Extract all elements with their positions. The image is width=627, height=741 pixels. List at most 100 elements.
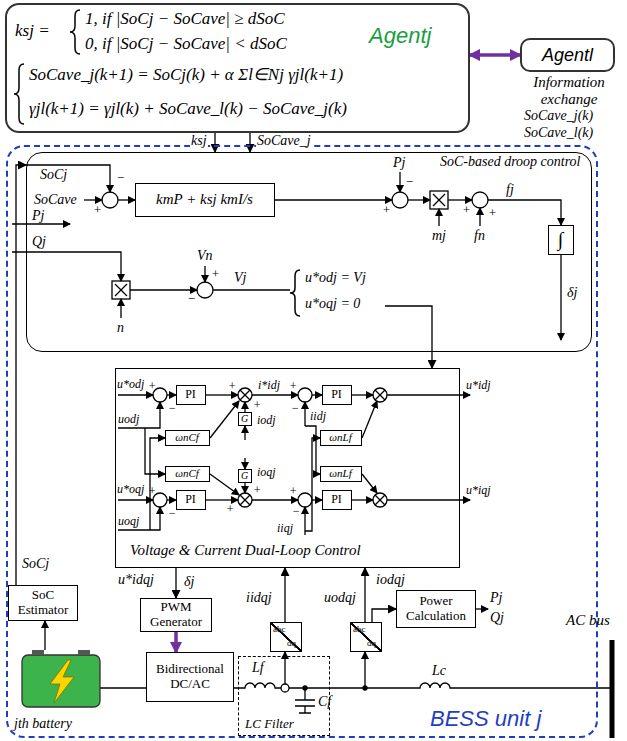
sum-sign: + xyxy=(289,380,297,393)
signal-label: iidqj xyxy=(246,590,272,605)
pi-box: PI xyxy=(322,490,352,510)
signal-label: uodj xyxy=(118,413,139,426)
signal-label: Pj xyxy=(32,208,44,223)
filter-region: LC Filter xyxy=(238,656,330,736)
node-text: Voltage & Current Dual-Loop Control xyxy=(130,542,361,559)
signal-label: u*idqj xyxy=(118,572,154,587)
sum-sign: + xyxy=(253,484,261,497)
sum-sign: n xyxy=(117,320,124,335)
signal-label: SoCave_l(k) xyxy=(524,125,593,140)
signal-label: fn xyxy=(474,228,485,243)
connector xyxy=(16,165,26,585)
signal-label: Lc xyxy=(432,663,446,678)
node-text: G xyxy=(241,470,248,482)
signal-label: Cf xyxy=(318,694,331,709)
transform-box: abcdq xyxy=(350,622,382,652)
sum-sign: − xyxy=(292,505,300,518)
signal-label: u*oqj = 0 xyxy=(305,296,360,311)
sum-sign: + xyxy=(289,485,297,498)
connector xyxy=(249,133,250,152)
signal-label: uoqj xyxy=(118,515,139,528)
signal-label: u*idj xyxy=(466,379,491,392)
node-text: ωnCf xyxy=(175,467,199,480)
node-text: 1, if |SoCj − SoCave| ≥ dSoC xyxy=(85,9,285,29)
node-text: Agentl xyxy=(542,45,593,66)
sum-sign: + xyxy=(93,203,102,217)
pwm-box: PWM Generator xyxy=(140,598,212,632)
node-text: Power Calculation xyxy=(399,594,473,624)
signal-label: Qj xyxy=(490,610,504,625)
pi-box: PI xyxy=(176,385,206,405)
coupling-gain-box: ωnCf xyxy=(165,466,210,482)
node-text: ωnLf xyxy=(329,467,351,480)
transform-box: abcdq xyxy=(270,622,302,652)
node-text: dq xyxy=(287,638,296,648)
signal-label: jth battery xyxy=(14,716,72,731)
node-text: dq xyxy=(367,638,376,648)
node-text: PWM Generator xyxy=(143,600,209,630)
signal-label: u*odj xyxy=(117,378,144,391)
coupling-gain-box: ωnLf xyxy=(320,430,362,446)
connector xyxy=(364,568,365,622)
node-text: ωnLf xyxy=(329,431,351,444)
power-calc-box: Power Calculation xyxy=(396,590,476,628)
node-text: ksj = xyxy=(15,21,50,41)
sum-sign: + xyxy=(462,203,471,217)
signal-label: SoCj xyxy=(22,556,49,571)
signal-label: Vj xyxy=(234,270,246,285)
node-text: PI xyxy=(185,388,196,402)
signal-label: Information exchange xyxy=(520,74,618,107)
sum-sign: + xyxy=(228,380,236,393)
sum-sign: + xyxy=(382,203,391,217)
sum-sign: + xyxy=(148,380,156,393)
node-text: γjl(k+1) = γjl(k) + SoCave_l(k) − SoCave… xyxy=(29,99,347,119)
agent-box: Agentl xyxy=(520,38,615,72)
sum-sign: + xyxy=(488,206,497,220)
coupling-gain-box: ωnCf xyxy=(165,430,210,446)
coupling-gain-box: ωnLf xyxy=(320,466,362,482)
signal-label: u*iqj xyxy=(466,484,491,497)
sum-sign: − xyxy=(168,402,176,415)
signal-label: u*oqj xyxy=(117,483,144,496)
sum-sign: − xyxy=(405,175,414,189)
signal-label: ioqj xyxy=(257,466,276,479)
node-text: PI xyxy=(185,493,196,507)
pi-box: PI xyxy=(322,385,352,405)
agent-box: ksj = 1, if |SoCj − SoCave| ≥ dSoC 0, if |… xyxy=(5,3,470,133)
connector xyxy=(174,632,178,652)
node-text: SoC Estimator xyxy=(11,588,75,618)
sum-sign: + xyxy=(148,485,156,498)
connector xyxy=(284,568,285,622)
node-text: SoCave_j(k+1) = SoCj(k) + α Σl∈Nj γjl(k+… xyxy=(29,65,343,85)
connector xyxy=(175,568,176,598)
converter-box: Bidirectional DC/AC xyxy=(146,652,234,702)
signal-label: SoCave xyxy=(34,192,77,207)
signal-label: mj xyxy=(432,228,446,243)
node-text: ∫ xyxy=(558,228,563,251)
estimator-box: SoC Estimator xyxy=(8,585,78,621)
signal-label: δj xyxy=(567,285,577,300)
node-text: LC Filter xyxy=(245,717,294,732)
signal-label: u*odj = Vj xyxy=(305,270,366,285)
signal-label: iiqj xyxy=(277,522,293,535)
node-text: Bidirectional DC/AC xyxy=(149,662,231,692)
pi-gain-box: kmP + ksj kmI/s xyxy=(135,183,275,217)
sum-sign: − xyxy=(116,171,125,185)
dual-loop-block: Voltage & Current Dual-Loop Control PI PI ω… xyxy=(115,368,460,568)
sum-sign: − xyxy=(168,507,176,520)
signal-label: Lf xyxy=(252,660,264,675)
node-text: G xyxy=(241,413,248,425)
sum-sign: − xyxy=(291,402,299,415)
connector xyxy=(214,133,215,152)
integrator-box: ∫ xyxy=(548,225,574,255)
node-text: PI xyxy=(331,388,342,402)
connector xyxy=(372,609,396,622)
signal-label: iodqj xyxy=(376,572,405,587)
signal-label: SoCave_j(k) xyxy=(524,108,593,123)
connector xyxy=(470,53,520,57)
node-text: 0, if |SoCj − SoCave| < dSoC xyxy=(85,34,287,54)
signal-label: Qj xyxy=(32,234,46,249)
node-text: abc xyxy=(273,624,286,634)
edge-label: SoCave_j xyxy=(256,133,312,148)
node-text: BESS unit j xyxy=(430,706,541,731)
